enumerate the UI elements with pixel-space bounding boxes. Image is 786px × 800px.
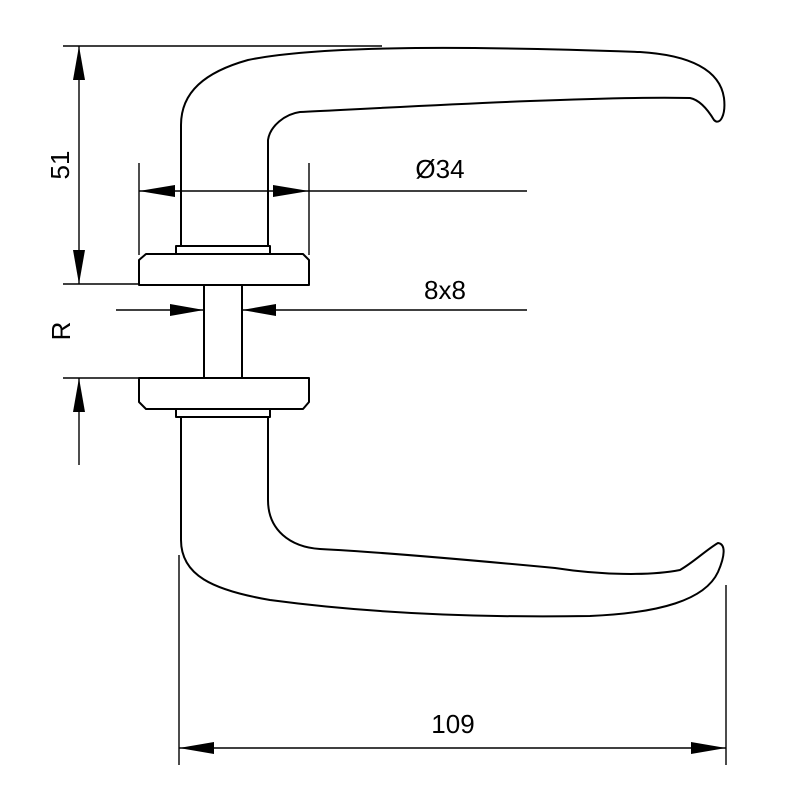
dim-8x8-label: 8x8 [424,275,466,305]
lower-rose-collar [175,408,271,418]
dim-51-label: 51 [45,151,75,180]
lower-rose [138,377,310,410]
dim-8x8-arrow-left [170,304,204,316]
dim-51-arrow-bottom [73,250,85,284]
dim-r-label: R [46,322,76,341]
upper-rose-collar [175,245,271,255]
dim-34-arrow-right [273,185,309,197]
dim-109-label: 109 [431,709,474,739]
dim-51-arrow-top [73,46,85,80]
spindle [203,284,243,379]
dim-8x8-arrow-right [242,304,276,316]
dim-34-label: Ø34 [415,154,464,184]
dim-109-arrow-right [691,742,726,754]
dim-r-arrow [73,378,85,412]
lower-lever [180,416,725,618]
upper-rose [138,253,310,286]
upper-lever [180,46,726,249]
dim-109-arrow-left [179,742,214,754]
dim-34-arrow-left [139,185,175,197]
